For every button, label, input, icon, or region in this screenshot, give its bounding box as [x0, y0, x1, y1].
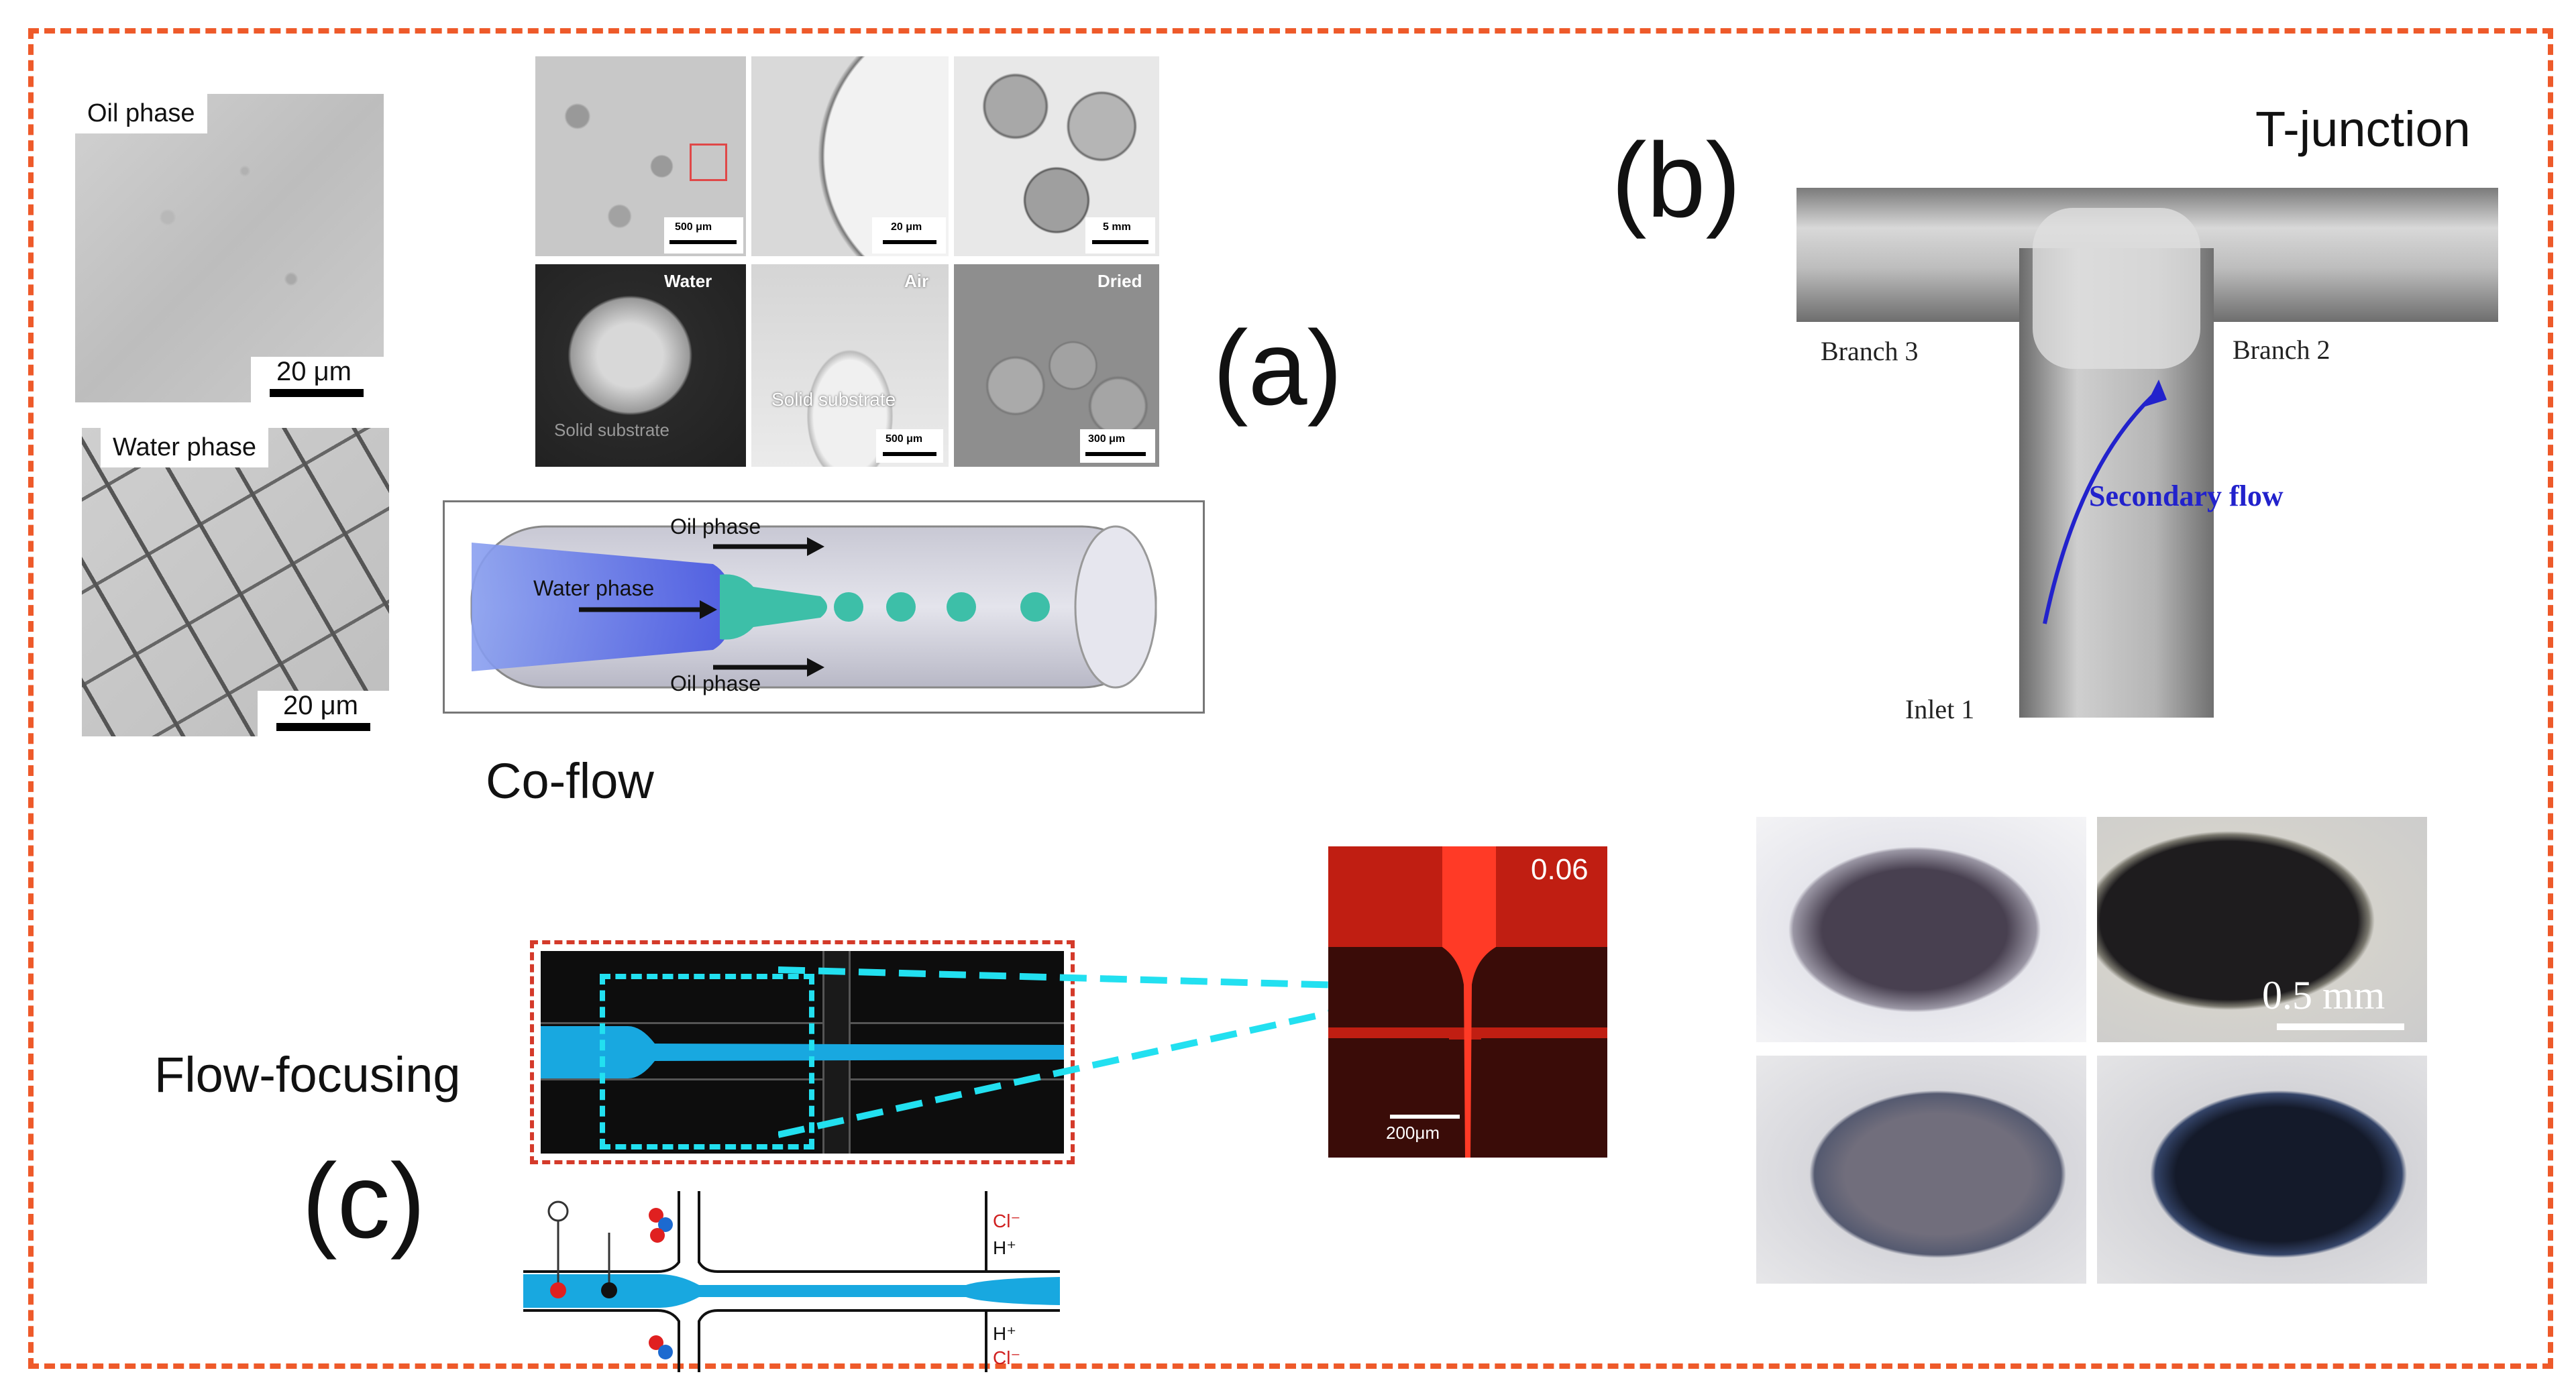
water-scale-bar [276, 723, 370, 731]
coflow-caption: Co-flow [486, 753, 654, 809]
coflow-water-label: Water phase [533, 576, 655, 600]
droplet-1 [1756, 817, 2086, 1042]
red-scale-text: 200μm [1386, 1123, 1440, 1143]
tile6-label: Dried [1097, 271, 1142, 291]
panel-label-c: (c) [302, 1142, 426, 1260]
coflow-oil-bottom-label: Oil phase [670, 671, 761, 695]
oil-phase-micrograph: Oil phase 20 μm [75, 94, 384, 402]
zoom-connector-lines [778, 966, 1417, 1138]
red-scale-bar [1390, 1115, 1460, 1119]
tile4-label: Water [664, 271, 712, 291]
droplet-micrographs: 0.5 mm [1756, 817, 2427, 1284]
tile5-substrate: Solid substrate [771, 389, 896, 410]
water-scale-text: 20 μm [283, 691, 358, 720]
t-junction-caption: T-junction [2255, 101, 2471, 157]
microsphere-tile-4: Water Solid substrate [535, 264, 746, 467]
microsphere-tile-1: 500 μm [535, 56, 746, 256]
red-focused-stream [1442, 846, 1496, 1158]
oil-phase-label: Oil phase [75, 94, 207, 133]
oil-scale-text: 20 μm [276, 357, 352, 386]
flow-focusing-caption: Flow-focusing [154, 1047, 461, 1103]
oil-scale-bar [270, 389, 364, 397]
t-junction-micrograph: Branch 3 Branch 2 Secondary flow Inlet 1 [1796, 181, 2498, 771]
tile5-scale-text: 500 μm [885, 433, 923, 445]
coflow-schematic: Oil phase Water phase Oil phase [443, 500, 1205, 714]
panel-label-a: (a) [1213, 309, 1343, 427]
branch-3-label: Branch 3 [1821, 336, 1919, 366]
tile4-substrate: Solid substrate [554, 420, 669, 440]
ion-cl-top: Cl⁻ [993, 1211, 1021, 1231]
panel-label-b: (b) [1611, 121, 1741, 239]
t-junction-drawing [1796, 188, 2498, 718]
secondary-flow-label: Secondary flow [2089, 480, 2284, 512]
outer-dashed-frame [28, 28, 2553, 1369]
droplet-3 [1756, 1056, 2086, 1284]
droplet-scale-bar [2277, 1023, 2404, 1030]
ion-h-top: H⁺ [993, 1237, 1016, 1258]
tile3-scale-text: 5 mm [1103, 221, 1131, 233]
water-phase-label: Water phase [101, 428, 269, 467]
zoom-box [600, 974, 814, 1150]
microsphere-tile-5: Air Solid substrate 500 μm [751, 264, 949, 467]
electrochemical-channel-schematic: Cl⁻ H⁺ H⁺ Cl⁻ [523, 1191, 1067, 1372]
coflow-oil-top-label: Oil phase [670, 514, 761, 539]
branch-2-label: Branch 2 [2233, 335, 2330, 365]
droplet-2: 0.5 mm [2097, 817, 2427, 1042]
fluorescence-micrograph: 0.06 200μm [1328, 846, 1607, 1158]
channel-drawing [523, 1191, 1067, 1372]
focused-stream [541, 1026, 1064, 1078]
microsphere-tile-3: 5 mm [954, 56, 1159, 256]
red-value-label: 0.06 [1531, 853, 1589, 886]
tile1-scale-text: 500 μm [675, 221, 712, 233]
tile6-scale-text: 300 μm [1088, 433, 1126, 445]
tile5-label: Air [904, 271, 929, 291]
tile2-scale-text: 20 μm [891, 221, 922, 233]
ion-cl-bottom: Cl⁻ [993, 1347, 1021, 1368]
droplet-scale-text: 0.5 mm [2262, 973, 2385, 1017]
water-phase-micrograph: Water phase 20 μm [82, 428, 389, 736]
droplet-4 [2097, 1056, 2427, 1284]
microsphere-tile-2: 20 μm [751, 56, 949, 256]
inlet-1-label: Inlet 1 [1905, 694, 1975, 724]
microsphere-tile-6: Dried 300 μm [954, 264, 1159, 467]
ion-h-bottom: H⁺ [993, 1323, 1016, 1344]
coflow-tube-drawing [470, 525, 1157, 689]
